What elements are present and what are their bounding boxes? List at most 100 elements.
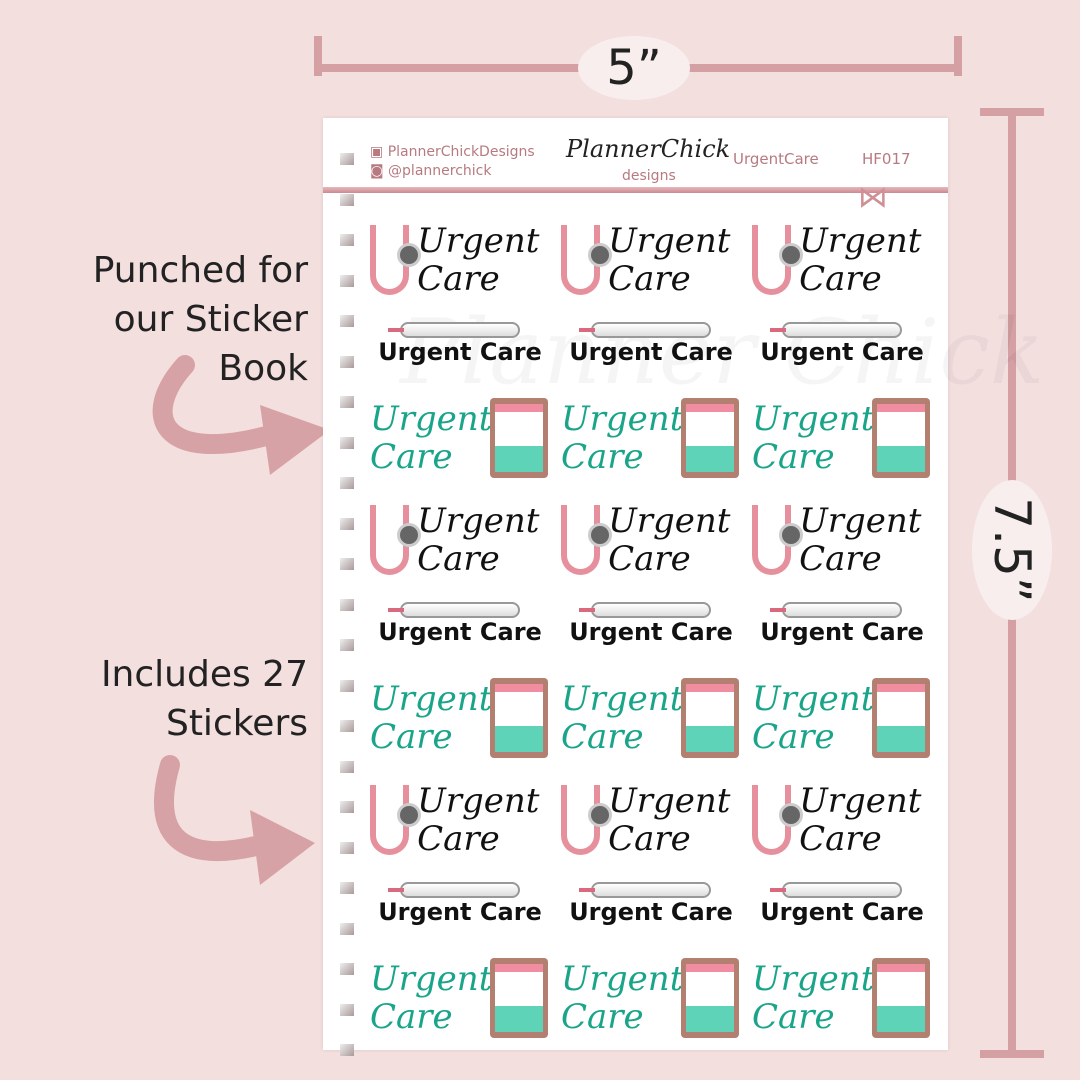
clipboard-icon (490, 678, 548, 758)
sticker-steth: Urgent Care (561, 222, 741, 298)
facebook-text: PlannerChickDesigns (387, 144, 535, 160)
binder-ring-hole (340, 1003, 354, 1016)
thermometer-icon (388, 322, 520, 338)
sticker-text: Urgent Care (608, 501, 731, 579)
binder-ring-hole (340, 720, 354, 732)
binder-ring-hole (340, 436, 354, 449)
sticker-steth: Urgent Care (561, 782, 741, 858)
sticker-clip: Urgent Care (752, 398, 932, 478)
callout-line: Punched for (92, 250, 308, 291)
binder-ring-hole (340, 234, 354, 246)
clipboard-icon (490, 398, 548, 478)
stethoscope-icon (561, 505, 613, 575)
thermometer-icon (388, 602, 520, 618)
stethoscope-icon (370, 225, 422, 295)
sticker-steth: Urgent Care (561, 502, 741, 578)
thermometer-icon (770, 602, 902, 618)
sticker-clip: Urgent Care (561, 398, 741, 478)
product-code: HF017 (862, 150, 911, 168)
callout-line: our Sticker (113, 299, 308, 340)
sticker-text: Urgent Care (417, 221, 540, 299)
sticker-text: Urgent Care (760, 338, 924, 366)
binder-ring-hole (340, 882, 354, 894)
clipboard-icon (681, 678, 739, 758)
sticker-text: Urgent Care (569, 338, 733, 366)
stethoscope-icon (561, 785, 613, 855)
punched-callout: Punched for our Sticker Book (93, 246, 308, 393)
sticker-clip: Urgent Care (752, 678, 932, 758)
stethoscope-icon (752, 785, 804, 855)
sticker-text: Urgent Care (370, 959, 493, 1037)
clipboard-icon (681, 398, 739, 478)
sticker-steth: Urgent Care (752, 782, 932, 858)
thermometer-icon (770, 882, 902, 898)
thermometer-icon (579, 322, 711, 338)
binder-ring-hole (340, 639, 354, 651)
sticker-clip: Urgent Care (561, 678, 741, 758)
brand-logo: PlannerChick (566, 135, 731, 163)
sticker-text: Urgent Care (378, 898, 542, 926)
binder-ring-hole (340, 679, 354, 692)
binder-ring-hole (340, 598, 354, 611)
binder-ring-hole (340, 1044, 354, 1056)
callout-line: Includes 27 (100, 654, 308, 695)
sticker-text: Urgent Care (370, 679, 493, 757)
thermometer-icon (388, 882, 520, 898)
width-label: 5” (578, 36, 690, 100)
clipboard-icon (872, 398, 930, 478)
facebook-handle: ▣ PlannerChickDesigns (370, 144, 535, 160)
thermometer-icon (579, 882, 711, 898)
sticker-therm: Urgent Care (370, 602, 550, 646)
binder-ring-hole (340, 517, 354, 530)
width-dimension-cap (314, 36, 322, 76)
sticker-text: Urgent Care (752, 399, 875, 477)
clipboard-icon (872, 678, 930, 758)
width-dimension-cap (954, 36, 962, 76)
sticker-text: Urgent Care (799, 221, 922, 299)
height-label: 7.5” (972, 480, 1052, 620)
brand-logo-sub: designs (622, 168, 676, 184)
sticker-clip: Urgent Care (370, 398, 550, 478)
curved-arrow-icon (152, 355, 330, 475)
sticker-therm: Urgent Care (752, 882, 932, 926)
instagram-text: @plannerchick (388, 163, 492, 179)
sticker-therm: Urgent Care (561, 322, 741, 366)
sticker-text: Urgent Care (760, 898, 924, 926)
sticker-steth: Urgent Care (752, 502, 932, 578)
curved-arrow-icon (154, 755, 315, 885)
sticker-steth: Urgent Care (370, 502, 550, 578)
sticker-text: Urgent Care (561, 679, 684, 757)
height-dimension-cap (980, 1050, 1044, 1058)
sticker-text: Urgent Care (417, 501, 540, 579)
binder-ring-hole (340, 963, 354, 975)
sticker-therm: Urgent Care (752, 322, 932, 366)
sticker-text: Urgent Care (561, 399, 684, 477)
sticker-steth: Urgent Care (370, 222, 550, 298)
binder-ring-hole (340, 355, 354, 368)
binder-ring-hole (340, 193, 354, 206)
clipboard-icon (490, 958, 548, 1038)
sticker-clip: Urgent Care (370, 958, 550, 1038)
instagram-handle: ◙ @plannerchick (370, 163, 492, 179)
thermometer-icon (579, 602, 711, 618)
sticker-clip: Urgent Care (370, 678, 550, 758)
height-dimension-cap (980, 108, 1044, 116)
sticker-text: Urgent Care (799, 781, 922, 859)
sticker-text: Urgent Care (799, 501, 922, 579)
sticker-text: Urgent Care (370, 399, 493, 477)
sticker-text: Urgent Care (760, 618, 924, 646)
thermometer-icon (770, 322, 902, 338)
sticker-text: Urgent Care (752, 679, 875, 757)
sticker-therm: Urgent Care (561, 882, 741, 926)
clipboard-icon (872, 958, 930, 1038)
sticker-text: Urgent Care (561, 959, 684, 1037)
sticker-steth: Urgent Care (752, 222, 932, 298)
sticker-therm: Urgent Care (370, 322, 550, 366)
sticker-therm: Urgent Care (752, 602, 932, 646)
ribbon-divider (323, 187, 948, 193)
binder-ring-hole (340, 274, 354, 287)
callout-line: Stickers (165, 703, 308, 744)
bow-icon: ⋈ (858, 180, 888, 215)
sticker-therm: Urgent Care (370, 882, 550, 926)
sticker-text: Urgent Care (569, 898, 733, 926)
